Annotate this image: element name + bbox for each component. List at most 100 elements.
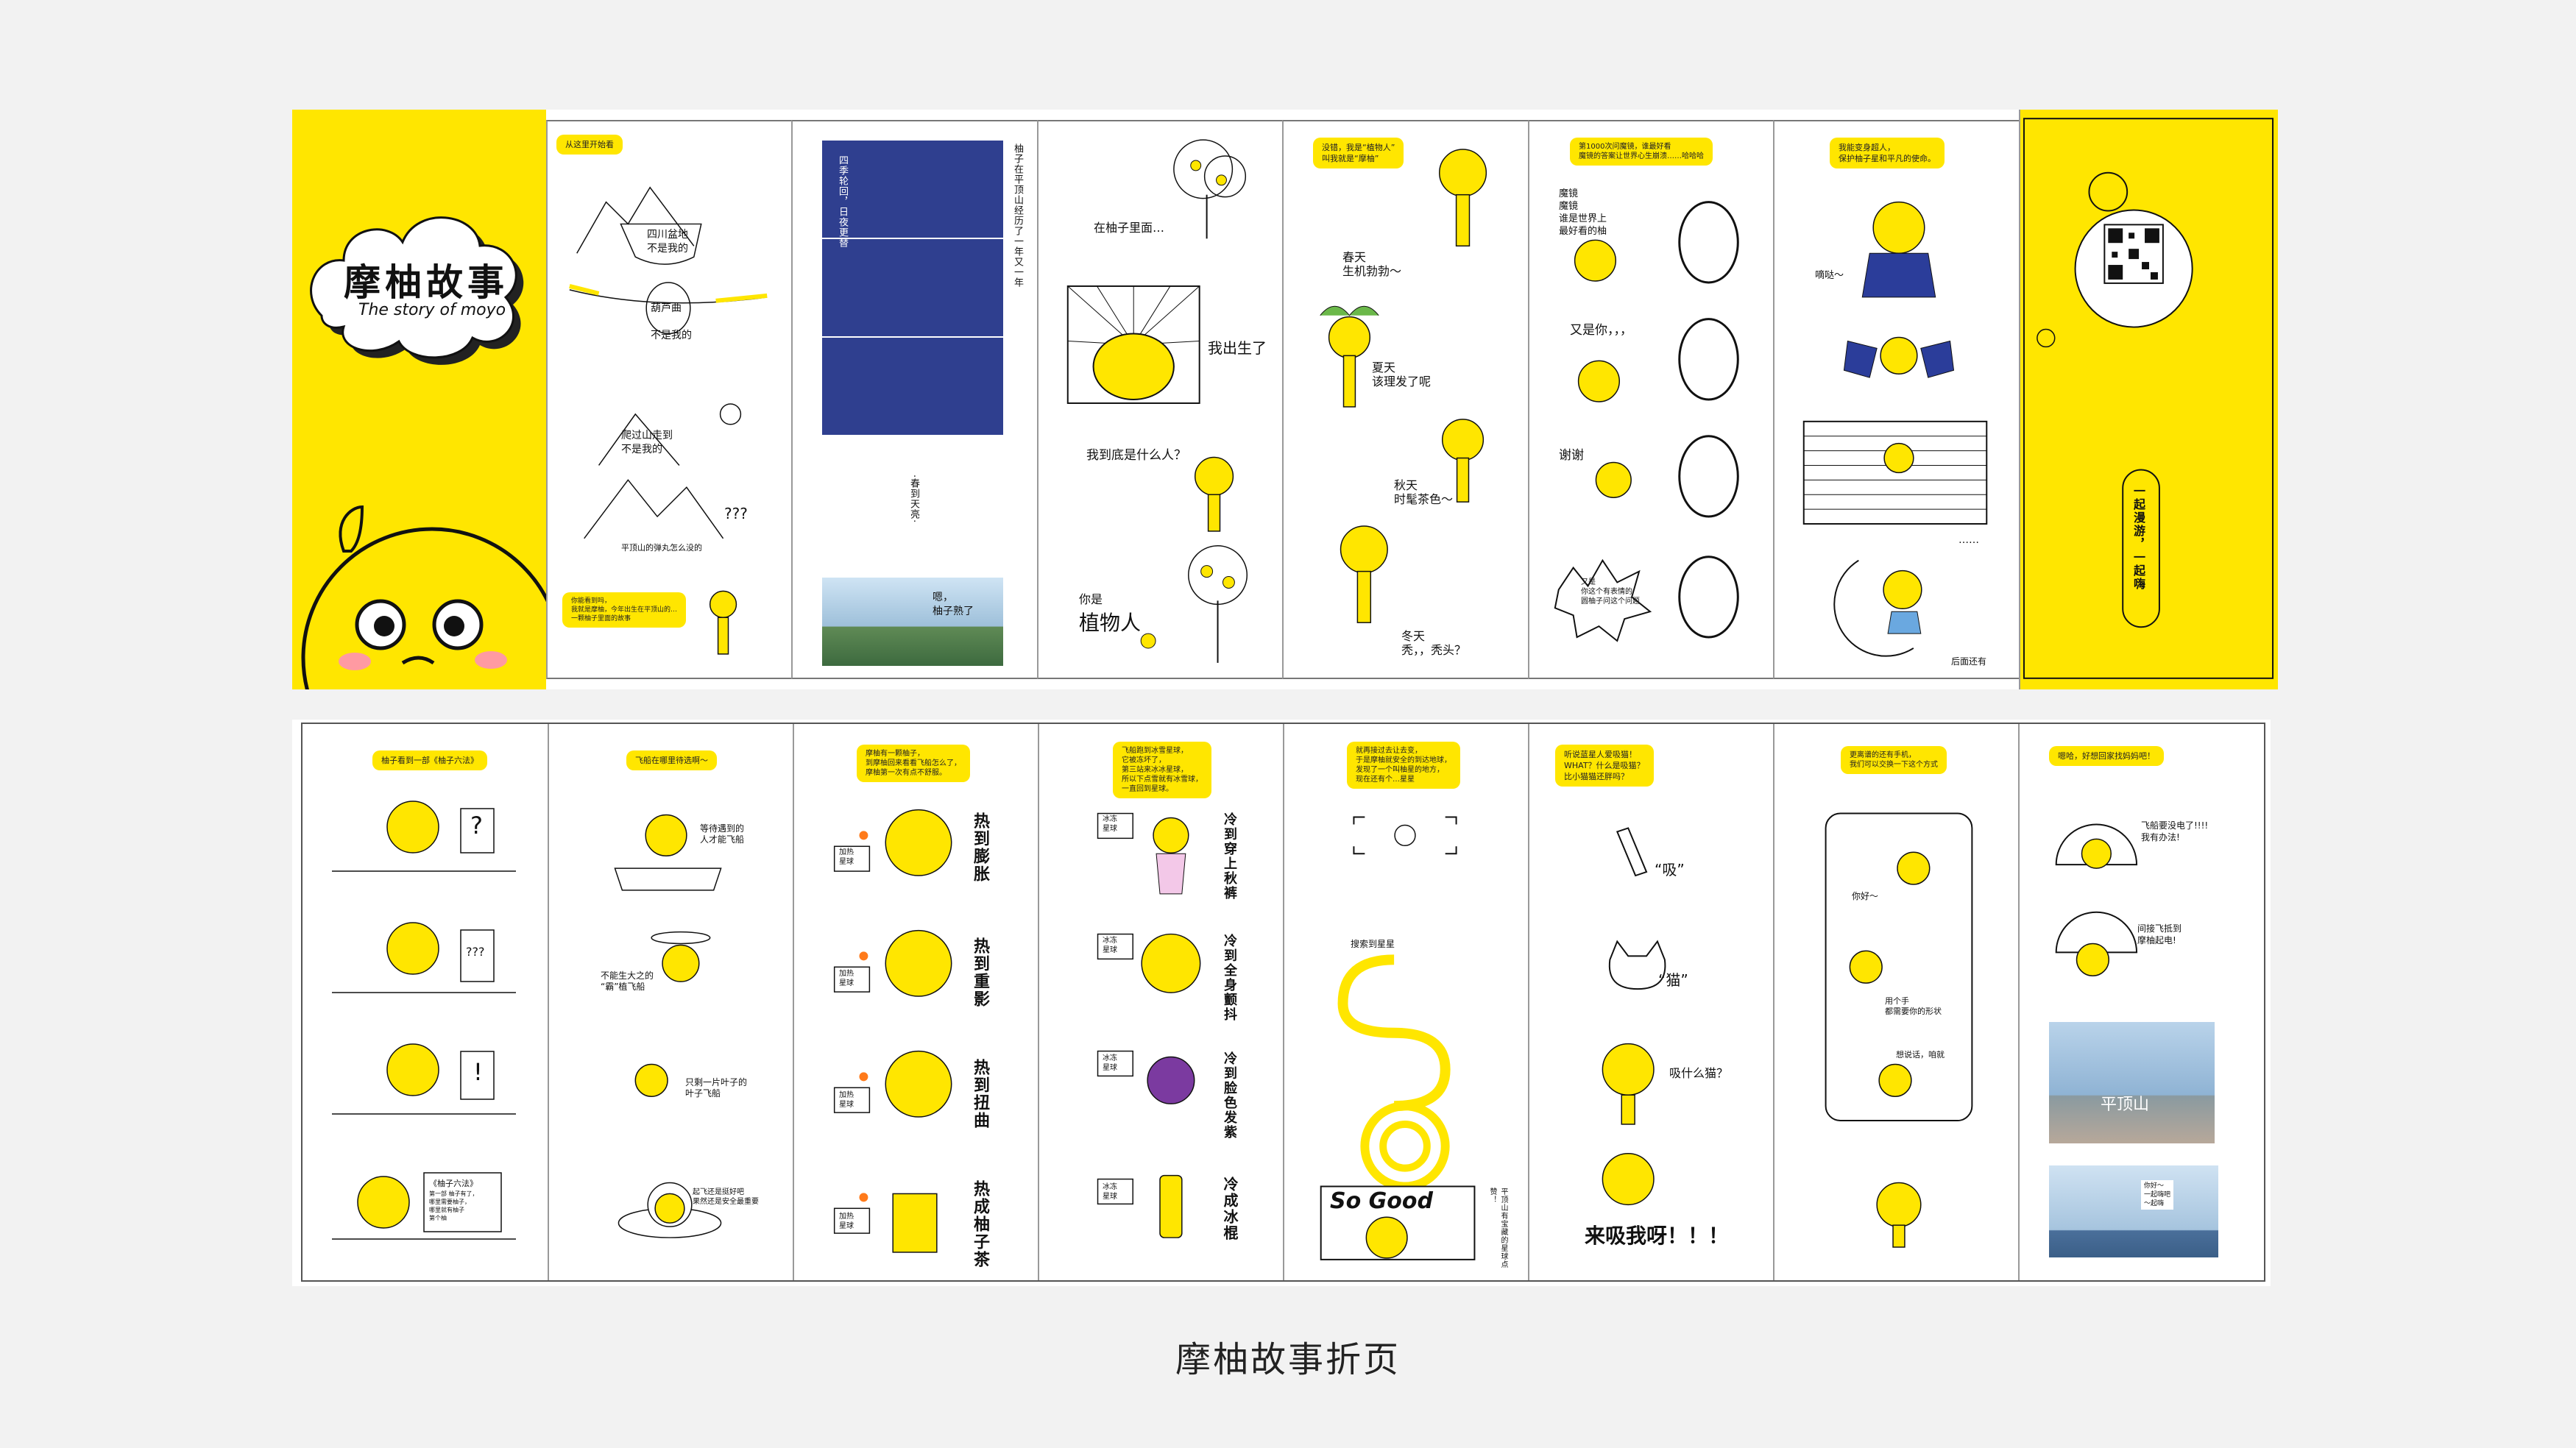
book-title: 《柚子六法》 — [429, 1179, 478, 1188]
label-basin: 四川盆地 不是我的 — [647, 229, 688, 255]
book-text: 第一部 柚子有了， 哪里需要柚子， 哪里就有柚子 第个柚 — [429, 1190, 478, 1221]
story-text: 植物人 — [1079, 611, 1142, 635]
story-text: 想说话，咱就 — [1896, 1050, 1945, 1060]
season-text-summer: 夏天 该理发了呢 — [1372, 361, 1432, 388]
story-text: 用个手 都需要你的形状 — [1885, 996, 1942, 1016]
story-text: 起飞还是挺好吧 果然还是安全最重要 — [693, 1188, 759, 1206]
speech-bubble: 没错，我是“植物人” 叫我就是“摩柚” — [1313, 138, 1404, 168]
speech-bubble: 飞船在哪里待选啊～ — [626, 750, 717, 770]
story-text: 谢谢 — [1559, 448, 1584, 463]
planet-sign: 冰冻 星球 — [1103, 815, 1117, 833]
speech-bubble: 飞船跑到冰雪星球， 它被冻坏了， 第三站来冰冰星球， 所以下点雪就有冰雪球， 一… — [1113, 742, 1211, 798]
heat-caption: 热到扭曲 — [971, 1059, 989, 1129]
cover-cloud-drawing — [310, 216, 524, 365]
searching-star-sketch — [1320, 816, 1476, 1260]
cover-subtitle: The story of moyo — [358, 301, 506, 319]
planet-qr-sketch — [2023, 118, 2274, 679]
so-good-text: So Good — [1330, 1188, 1433, 1214]
photo-caption: 你好～ 一起嗨吧 ～起嗨 — [2141, 1180, 2174, 1210]
speech-bubble: 摩柚有一颗柚子， 到摩柚回来看看飞船怎么了， 摩柚第一次有点不舒服。 — [857, 745, 970, 782]
planet-sign: 冰冻 星球 — [1103, 937, 1117, 954]
night-caption: 四季轮回，日夜更替 — [837, 155, 848, 248]
cold-caption: 冷到全身颤抖 — [1222, 934, 1237, 1022]
top-panel-4: 没错，我是“植物人” 叫我就是“摩柚” 春天 生机勃勃～ 夏天 该理发了呢 秋天… — [1282, 120, 1528, 679]
exclamation-mark: ! — [473, 1058, 483, 1086]
story-text: “吸” — [1655, 861, 1685, 879]
season-text-autumn: 秋天 时髦茶色～ — [1394, 478, 1454, 506]
cold-caption: 冷到脸色发紫 — [1222, 1051, 1237, 1140]
return-home-sketch — [2055, 823, 2138, 976]
label-not-mine: 不是我的 — [651, 330, 692, 341]
bottom-panel-7: 更离谱的还有手机， 我们可以交换一下这个方式 你好～ 用个手 都需要你的形状 想… — [1773, 724, 2018, 1280]
story-text: 又是你，，， — [1570, 323, 1632, 338]
story-text: 搜索到星星 — [1351, 939, 1395, 949]
foldout-bottom-row: 柚子看到一部《柚子六法》 ? ??? ! 《柚子六法》 第一部 柚子有了， 哪里… — [301, 723, 2265, 1282]
back-cover-slogan: 一起漫游，一起嗨 — [2131, 485, 2145, 591]
cold-caption: 冷成冰棍 — [1221, 1176, 1239, 1241]
city-photo: 平顶山 — [2049, 1022, 2215, 1143]
heat-caption: 热成柚子茶 — [971, 1180, 989, 1268]
story-text: 吸什么猫？ — [1669, 1066, 1729, 1080]
heat-caption: 热到重影 — [971, 937, 989, 1008]
mountain-photo: 嗯， 柚子熟了 — [822, 578, 1003, 666]
bottom-panel-1: 柚子看到一部《柚子六法》 ? ??? ! 《柚子六法》 第一部 柚子有了， 哪里… — [302, 724, 548, 1280]
vertical-caption: ·春到天亮· — [908, 475, 919, 524]
top-panel-1: 从这里开始看 四川盆地 不是我的 葫芦曲 不是我的 爬过山走到 不是我的 ???… — [546, 120, 791, 679]
vertical-caption: 柚子在平顶山经历了一年又一年 — [1012, 143, 1023, 288]
tree-and-sunburst-sketch — [1066, 139, 1248, 663]
season-text-winter: 冬天 秃，，秃头？ — [1401, 629, 1467, 657]
label-gourd: 葫芦曲 — [651, 302, 682, 314]
cover-title: 摩柚故事 — [344, 261, 509, 304]
speech-bubble: 更离谱的还有手机， 我们可以交换一下这个方式 — [1841, 746, 1947, 774]
cold-caption: 冷到穿上秋裤 — [1222, 812, 1237, 901]
vertical-caption: 平顶山有宝藏的星球点赞！ — [1488, 1188, 1507, 1268]
top-panel-5: 第1000次问魔镜，谁最好看 魔镜的答案让世界心生崩溃……哈哈哈 魔镜 魔镜 谁… — [1528, 120, 1773, 679]
planet-sign: 加热 星球 — [839, 1091, 854, 1109]
story-text: “猫” — [1658, 971, 1688, 989]
story-text: 只剩一片叶子的 叶子飞船 — [685, 1077, 748, 1099]
story-text: …… — [1958, 534, 1979, 546]
story-text: 飞船要没电了!!!! 我有办法! — [2141, 820, 2209, 842]
question-mark: ? — [470, 812, 483, 840]
speech-bubble: 第1000次问魔镜，谁最好看 魔镜的答案让世界心生崩溃……哈哈哈 — [1570, 138, 1713, 166]
label-pingding: 平顶山的弹丸怎么没的 — [621, 543, 702, 553]
speech-bubble: 我能变身超人， 保护柚子星和平凡的使命。 — [1830, 138, 1945, 168]
speech-bubble: 你能看到吗， 我就是摩柚，今年出生在平顶山的… 一颗柚子里面的故事 — [562, 592, 687, 628]
landscape-sketch — [569, 186, 768, 655]
story-text: 你是 — [1079, 592, 1103, 606]
story-text: 魔镜 魔镜 谁是世界上 最好看的柚 — [1559, 188, 1607, 237]
top-panel-2: 四季轮回，日夜更替 柚子在平顶山经历了一年又一年 ·春到天亮· 嗯， 柚子熟了 — [791, 120, 1037, 679]
top-panel-3: 在柚子里面… 我出生了 我到底是什么人？ 你是 植物人 — [1037, 120, 1282, 679]
bottom-panel-8: 嗯哈，好想回家找妈妈吧！ 飞船要没电了!!!! 我有办法! 间接飞抵到 摩柚起电… — [2018, 724, 2264, 1280]
planet-sign: 加热 星球 — [839, 970, 854, 987]
bottom-panel-5: 就再接过去让去变， 于是摩柚就安全的到达地球， 发现了一个叫柚星的地方， 现在还… — [1283, 724, 1528, 1280]
ice-planet-sketch — [1097, 812, 1201, 1238]
more-indicator: 后面还有 — [1951, 656, 1987, 667]
planet-sign: 冰冻 星球 — [1103, 1183, 1117, 1201]
bottom-panel-4: 飞船跑到冰雪星球， 它被冻坏了， 第三站来冰冰星球， 所以下点雪就有冰雪球， 一… — [1038, 724, 1283, 1280]
story-text: 不能生大之的 “霸”植飞船 — [601, 970, 654, 992]
speech-bubble: 柚子看到一部《柚子六法》 — [372, 750, 487, 770]
speech-bubble: 听说蓝星人爱吸猫！ WHAT？什么是吸猫？ 比小猫猫还胖吗？ — [1555, 745, 1654, 787]
page-caption: 摩柚故事折页 — [1175, 1339, 1401, 1380]
story-text: 又是 你这个有表情的 圆柚子问这个问题 — [1581, 578, 1640, 606]
speech-bubble: 就再接过去让去变， 于是摩柚就安全的到达地球， 发现了一个叫柚星的地方， 现在还… — [1347, 742, 1460, 789]
superhero-sketch — [1802, 201, 1988, 657]
story-text: 间接飞抵到 摩柚起电! — [2137, 923, 2182, 945]
question-marks: ??? — [466, 945, 485, 959]
label-qmarks: ??? — [724, 505, 748, 522]
story-text: 你好～ — [1852, 891, 1879, 901]
magic-mirror-sketch — [1554, 201, 1739, 642]
moyo-mascot-icon — [301, 505, 546, 689]
story-text: 在柚子里面… — [1094, 221, 1165, 235]
story-text: 来吸我呀！！！ — [1585, 1224, 1730, 1248]
cover-panel: 摩柚故事 The story of moyo — [292, 110, 546, 689]
planet-sign: 加热 星球 — [839, 848, 854, 866]
night-sky-panel: 四季轮回，日夜更替 — [822, 141, 1003, 435]
season-text-spring: 春天 生机勃勃～ — [1342, 250, 1402, 278]
spaceship-sketch — [614, 814, 722, 1238]
speech-bubble: 从这里开始看 — [556, 135, 623, 155]
cat-sketch — [1602, 827, 1666, 1206]
back-cover-panel: 一起漫游，一起嗨 — [2019, 110, 2278, 689]
phone-sketch — [1825, 812, 1973, 1248]
